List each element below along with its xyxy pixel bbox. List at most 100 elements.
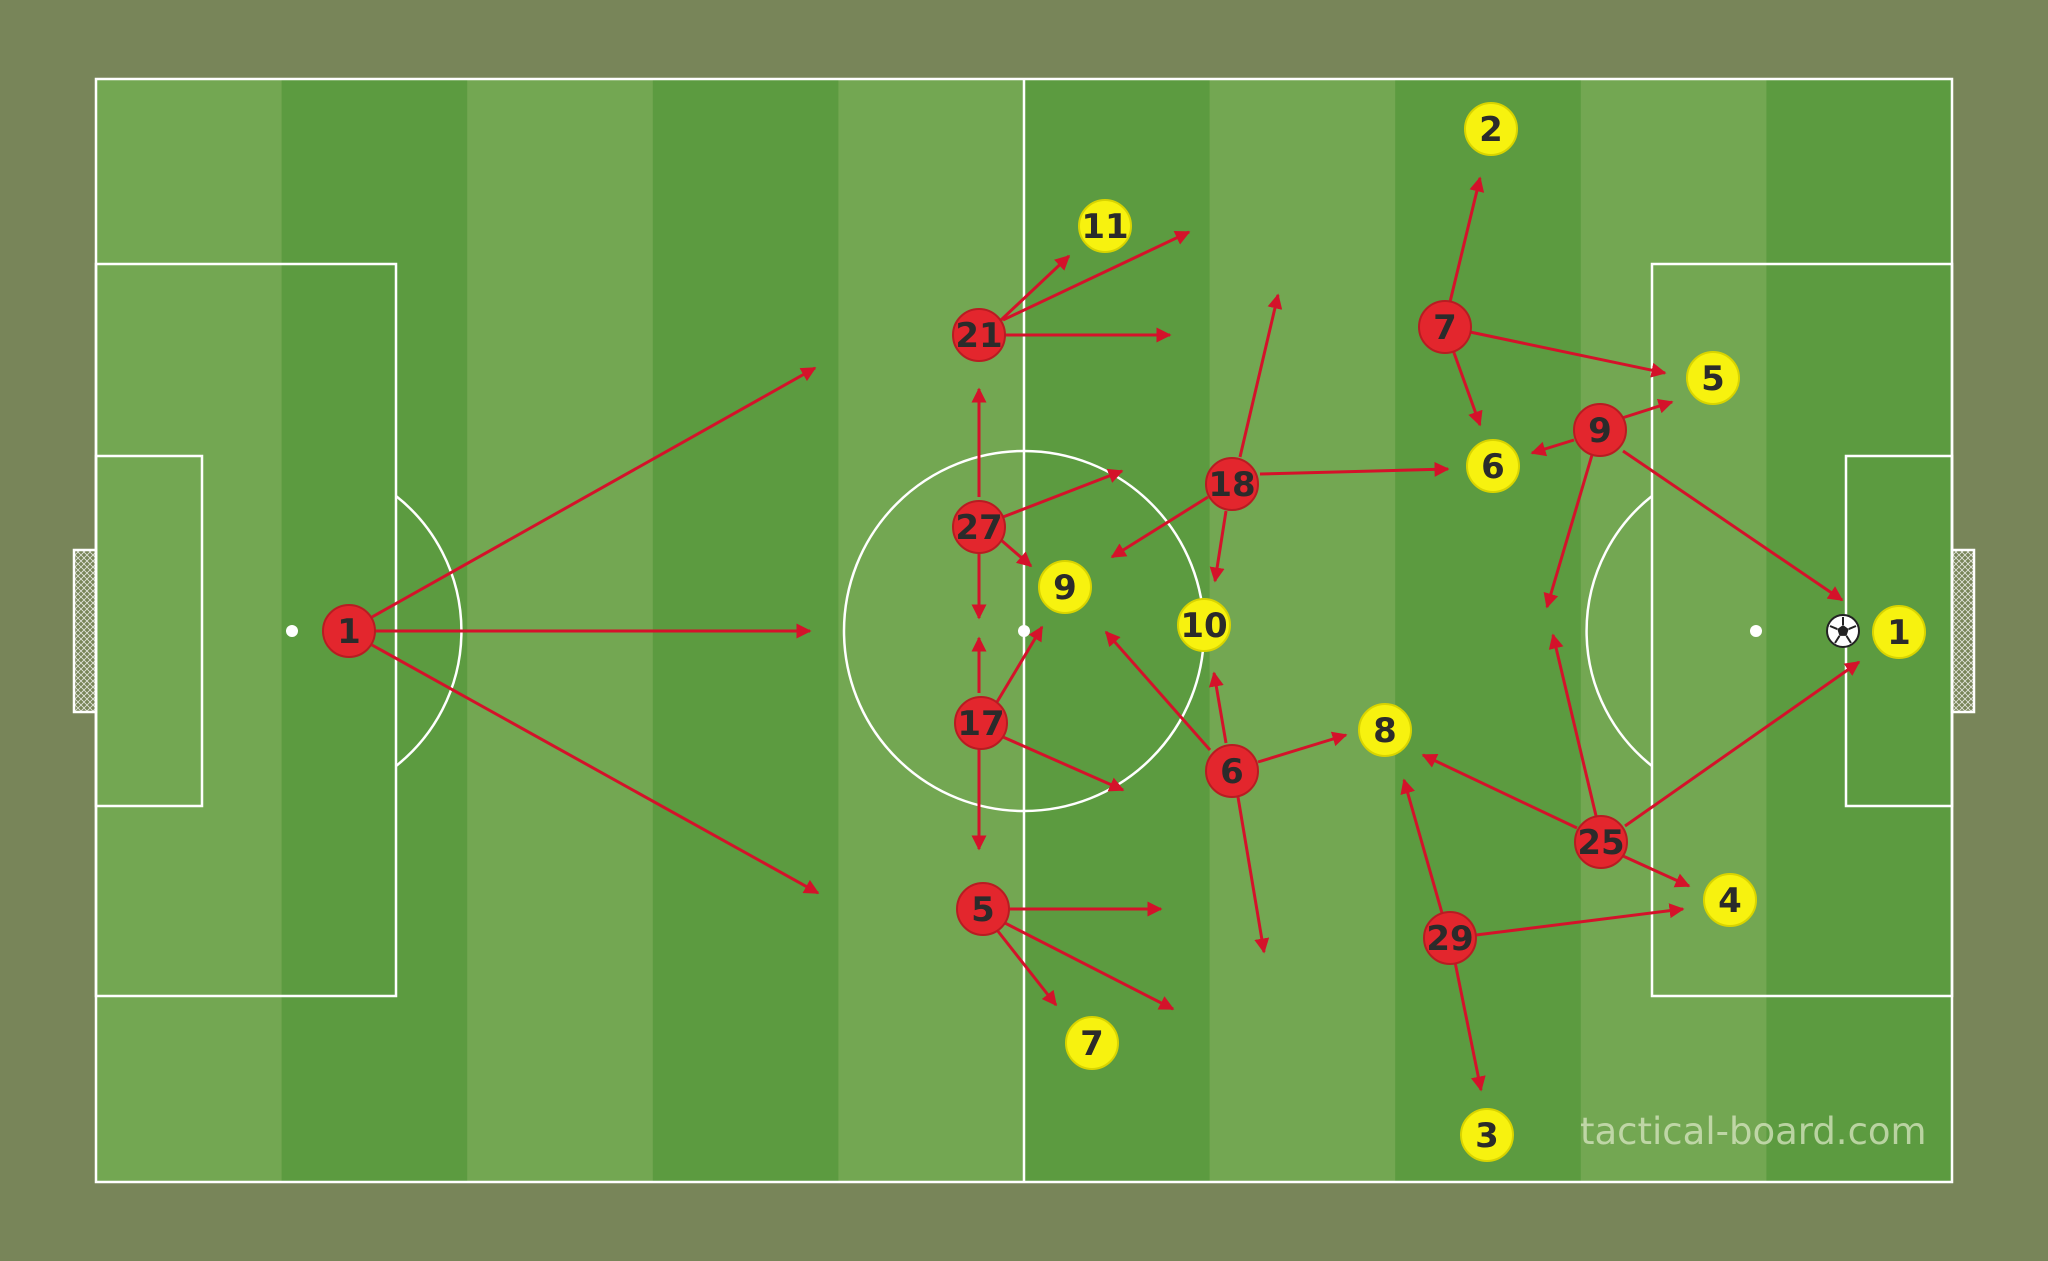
red-player-18[interactable]: 18 xyxy=(1205,457,1259,511)
soccer-ball-seams xyxy=(1829,617,1857,644)
red-player-number: 17 xyxy=(957,704,1004,744)
watermark: tactical-board.com xyxy=(1580,1110,1927,1153)
pass-arrow xyxy=(1421,753,1578,830)
red-player-9[interactable]: 9 xyxy=(1573,403,1627,457)
yellow-player-token xyxy=(1078,199,1132,253)
yellow-player-10[interactable]: 10 xyxy=(1177,598,1231,652)
yellow-player-token xyxy=(1358,703,1412,757)
pass-arrow xyxy=(1530,438,1575,457)
yellow-player-5[interactable]: 5 xyxy=(1686,351,1740,405)
right-penalty-spot xyxy=(1750,625,1762,637)
red-player-token xyxy=(1205,457,1259,511)
soccer-ball-patch xyxy=(1837,625,1849,636)
red-player-number: 6 xyxy=(1220,752,1244,792)
pass-arrow xyxy=(1209,510,1228,583)
red-player-token xyxy=(1573,403,1627,457)
pass-arrow xyxy=(1622,449,1844,602)
pass-arrow xyxy=(1453,961,1486,1092)
left-goal xyxy=(72,548,98,714)
center-spot xyxy=(1018,625,1030,637)
pass-arrow xyxy=(1621,398,1674,420)
red-player-1[interactable]: 1 xyxy=(322,604,376,658)
red-player-number: 25 xyxy=(1577,823,1624,863)
red-player-number: 9 xyxy=(1588,411,1612,451)
yellow-player-token xyxy=(1177,598,1231,652)
pass-arrow xyxy=(999,254,1071,322)
right-goal xyxy=(1950,548,1976,714)
pass-arrow xyxy=(1469,330,1667,378)
yellow-player-token xyxy=(1065,1016,1119,1070)
red-player-17[interactable]: 17 xyxy=(954,696,1008,750)
yellow-player-3[interactable]: 3 xyxy=(1460,1108,1514,1162)
red-player-27[interactable]: 27 xyxy=(952,500,1006,554)
red-player-7[interactable]: 7 xyxy=(1418,300,1472,354)
pass-arrow xyxy=(1104,630,1212,751)
pass-arrow xyxy=(1475,903,1685,937)
pass-arrow xyxy=(1002,230,1191,322)
ball[interactable] xyxy=(1826,614,1860,648)
pass-arrow xyxy=(1543,454,1594,609)
pass-arrow xyxy=(1208,671,1228,744)
pass-arrow xyxy=(1257,731,1348,764)
red-player-number: 7 xyxy=(1433,308,1457,348)
red-player-21[interactable]: 21 xyxy=(952,308,1006,362)
yellow-player-number: 4 xyxy=(1718,881,1742,921)
pass-arrow xyxy=(1448,176,1485,303)
pitch-stripe xyxy=(96,79,283,1182)
yellow-player-token xyxy=(1466,439,1520,493)
yellow-player-number: 2 xyxy=(1479,110,1503,150)
red-player-number: 27 xyxy=(955,508,1002,548)
yellow-player-4[interactable]: 4 xyxy=(1703,873,1757,927)
red-player-token xyxy=(956,882,1010,936)
red-player-number: 18 xyxy=(1208,465,1255,505)
red-player-token xyxy=(954,696,1008,750)
yellow-player-7[interactable]: 7 xyxy=(1065,1016,1119,1070)
red-player-token xyxy=(1423,911,1477,965)
pass-arrows xyxy=(371,176,1861,1092)
yellow-player-2[interactable]: 2 xyxy=(1464,102,1518,156)
players: 1 21 27 17 5 18 6 7 9 25 29 1 2 3 4 5 6 7 8 9 10 11 xyxy=(322,102,1926,1162)
pitch-stripe xyxy=(838,79,1025,1182)
red-player-25[interactable]: 25 xyxy=(1574,815,1628,869)
yellow-player-number: 8 xyxy=(1373,711,1397,751)
red-player-number: 29 xyxy=(1426,919,1473,959)
pass-arrow xyxy=(1622,854,1691,888)
red-player-29[interactable]: 29 xyxy=(1423,911,1477,965)
yellow-player-token xyxy=(1872,605,1926,659)
red-player-5[interactable]: 5 xyxy=(956,882,1010,936)
pass-arrow xyxy=(1548,633,1599,821)
yellow-player-token xyxy=(1038,560,1092,614)
pass-arrow xyxy=(995,929,1058,1007)
yellow-player-6[interactable]: 6 xyxy=(1466,439,1520,493)
pass-arrow xyxy=(1451,349,1483,427)
pass-arrow xyxy=(1000,538,1033,568)
pass-arrow xyxy=(371,366,817,619)
yellow-player-number: 9 xyxy=(1053,568,1077,608)
pass-arrow xyxy=(1002,735,1125,792)
pass-arrow xyxy=(1238,293,1283,458)
pitch-stripe xyxy=(1209,79,1396,1182)
yellow-player-8[interactable]: 8 xyxy=(1358,703,1412,757)
yellow-player-number: 5 xyxy=(1701,359,1725,399)
yellow-player-number: 7 xyxy=(1080,1024,1104,1064)
red-player-number: 21 xyxy=(955,316,1002,356)
yellow-player-9[interactable]: 9 xyxy=(1038,560,1092,614)
yellow-player-number: 10 xyxy=(1180,606,1227,646)
yellow-player-number: 6 xyxy=(1481,447,1505,487)
red-player-token xyxy=(1418,300,1472,354)
pass-arrow xyxy=(1110,495,1209,559)
yellow-player-1[interactable]: 1 xyxy=(1872,605,1926,659)
pass-arrow xyxy=(1002,920,1175,1011)
red-player-token xyxy=(1574,815,1628,869)
red-player-token xyxy=(322,604,376,658)
pass-arrow xyxy=(1236,796,1270,954)
yellow-player-token xyxy=(1686,351,1740,405)
red-player-number: 1 xyxy=(337,612,361,652)
red-player-token xyxy=(1205,744,1259,798)
red-player-6[interactable]: 6 xyxy=(1205,744,1259,798)
yellow-player-token xyxy=(1703,873,1757,927)
yellow-player-token xyxy=(1464,102,1518,156)
pitch-stripe xyxy=(1395,79,1582,1182)
yellow-player-11[interactable]: 11 xyxy=(1078,199,1132,253)
